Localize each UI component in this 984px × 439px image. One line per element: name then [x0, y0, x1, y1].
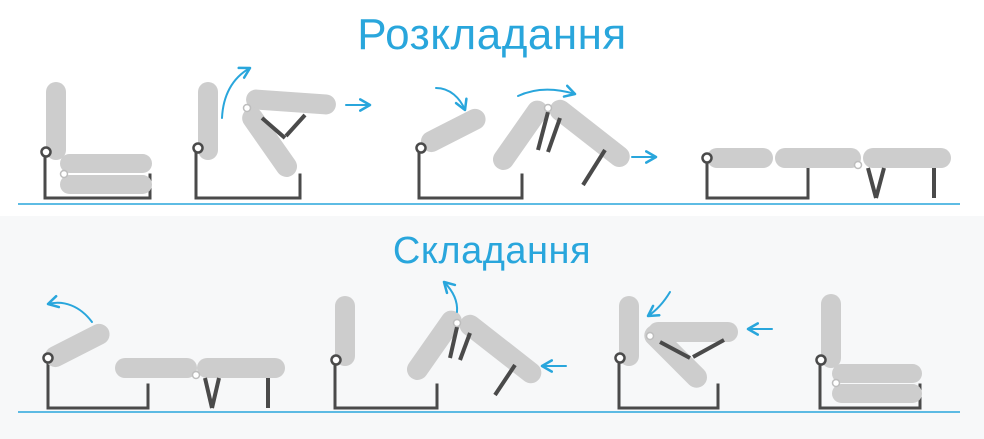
- unfold-stage-4: [701, 148, 951, 200]
- unfolding-section: [0, 0, 984, 216]
- unfolding-title: Розкладання: [357, 10, 627, 59]
- unfold-stage-2: [192, 66, 372, 200]
- fold-stage-2: [330, 280, 567, 410]
- folding-title: Складання: [392, 230, 592, 272]
- fold-stage-4: [815, 294, 922, 410]
- fold-stage-1: [42, 294, 285, 410]
- unfold-stage-3: [415, 84, 658, 200]
- unfold-stage-1: [40, 82, 152, 200]
- fold-stage-3: [614, 291, 773, 410]
